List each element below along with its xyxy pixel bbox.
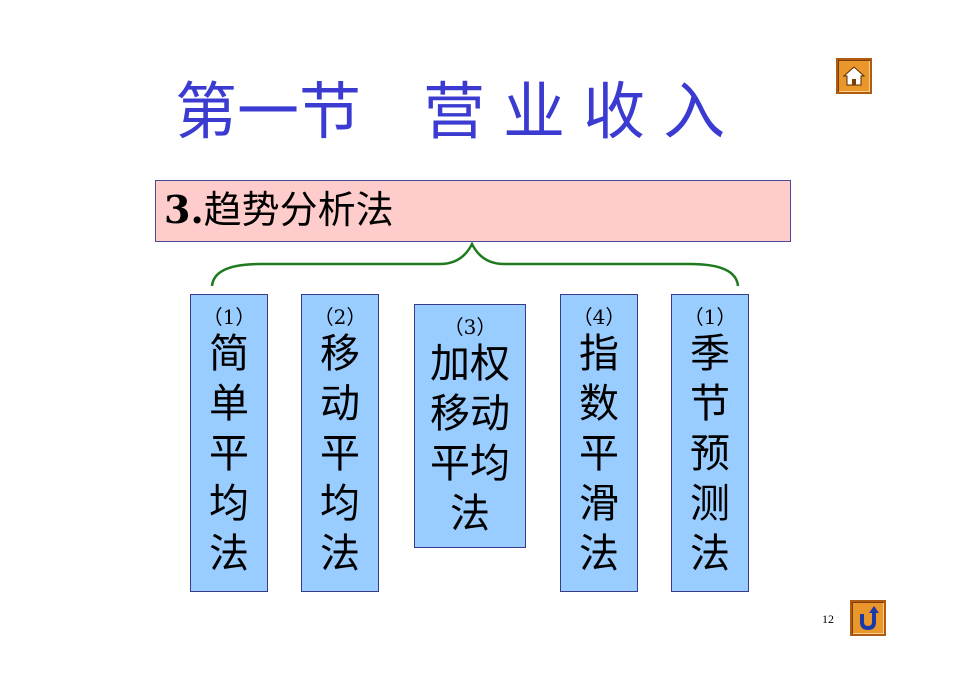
home-button[interactable] bbox=[836, 58, 872, 94]
subtitle-box: 3.趋势分析法 bbox=[155, 180, 791, 242]
title-section: 第一节 bbox=[175, 75, 362, 148]
method-seasonal-forecast: （1） 季节预测法 bbox=[671, 294, 749, 592]
return-arrow-icon bbox=[860, 606, 879, 631]
return-button[interactable] bbox=[850, 600, 886, 636]
method-index: （1） bbox=[683, 305, 737, 329]
method-exponential-smoothing: （4） 指数平滑法 bbox=[560, 294, 638, 592]
method-name: 移动平均法 bbox=[320, 331, 360, 577]
title-char-1: 营 bbox=[423, 75, 486, 148]
method-name: 季节预测法 bbox=[690, 331, 730, 577]
method-index: （2） bbox=[313, 305, 367, 329]
method-index: （3） bbox=[443, 315, 497, 339]
title-char-4: 入 bbox=[663, 75, 726, 148]
method-simple-average: （1） 简单平均法 bbox=[190, 294, 268, 592]
page-number: 12 bbox=[822, 612, 834, 626]
subtitle-label: 趋势分析法 bbox=[203, 188, 394, 232]
method-name: 简单平均法 bbox=[209, 331, 249, 577]
slide-title: 第一节营业收入 bbox=[175, 72, 815, 152]
title-char-2: 业 bbox=[503, 75, 566, 148]
subtitle-number: 3. bbox=[164, 187, 204, 232]
curly-brace bbox=[210, 241, 740, 287]
subtitle-text: 3.趋势分析法 bbox=[164, 187, 394, 233]
title-char-3: 收 bbox=[583, 75, 646, 148]
method-index: （4） bbox=[572, 305, 626, 329]
home-icon bbox=[842, 66, 866, 86]
method-name: 指数平滑法 bbox=[579, 331, 619, 577]
method-weighted-moving-average: （3） 加权移动平均法 bbox=[414, 304, 526, 548]
method-name: 加权移动平均法 bbox=[430, 341, 510, 537]
method-moving-average: （2） 移动平均法 bbox=[301, 294, 379, 592]
method-index: （1） bbox=[202, 305, 256, 329]
